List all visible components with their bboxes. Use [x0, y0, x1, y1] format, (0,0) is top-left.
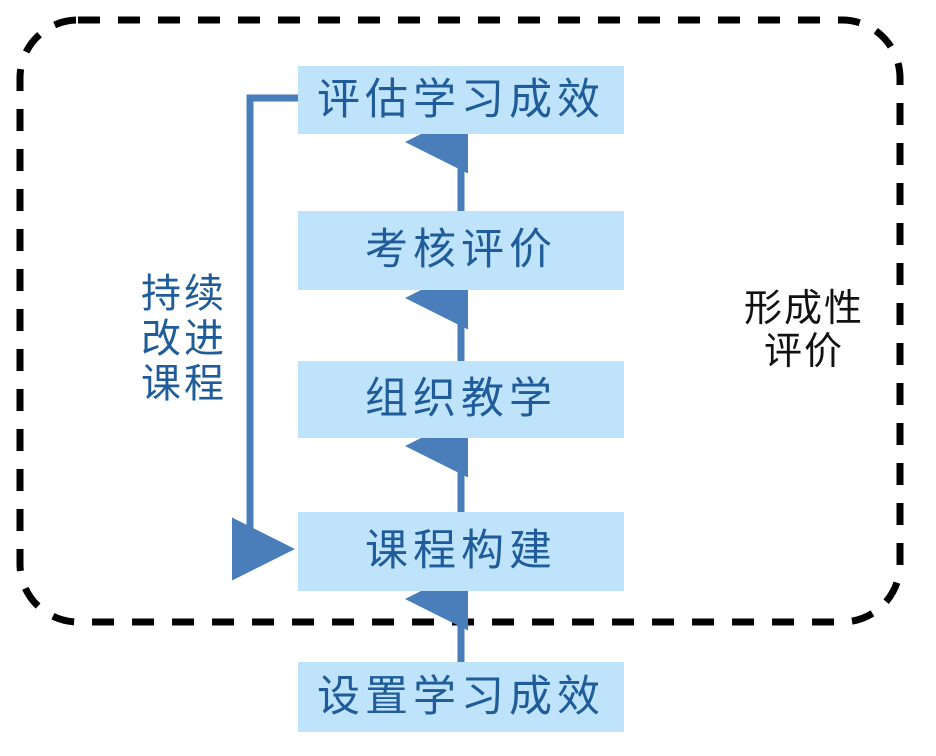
- node-organize-teach[interactable]: 组织教学: [298, 361, 624, 438]
- feedback-loop-arrow: [232, 94, 298, 581]
- node-set-outcomes[interactable]: 设置学习成效: [298, 662, 624, 732]
- formative-evaluation-label: 形成性 评价: [743, 288, 864, 373]
- feedback-loop-label: 持续 改进 课程: [141, 271, 227, 406]
- node-course-build[interactable]: 课程构建: [298, 512, 624, 591]
- node-assess-eval[interactable]: 考核评价: [298, 211, 624, 290]
- node-eval-outcomes[interactable]: 评估学习成效: [298, 66, 624, 134]
